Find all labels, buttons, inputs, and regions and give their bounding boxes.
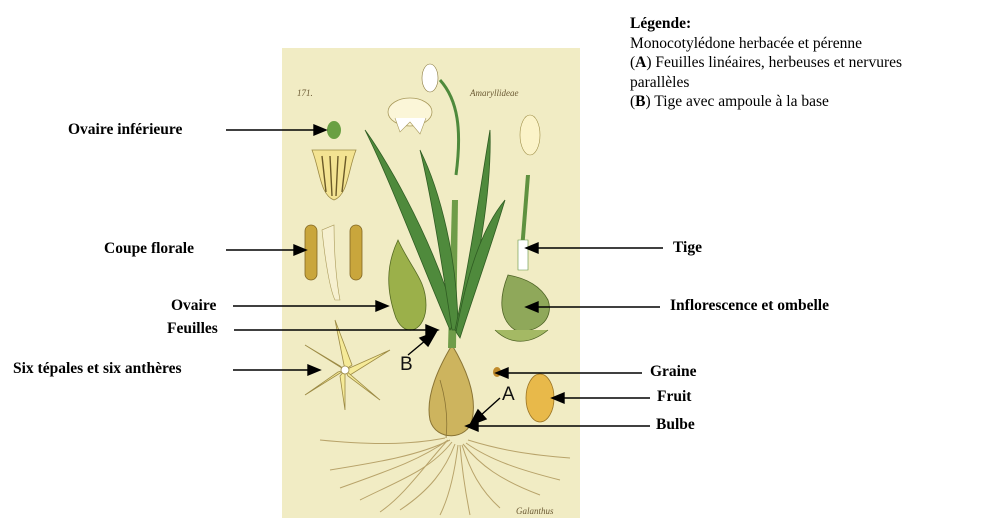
legend-item-a: (A) Feuilles linéaires, herbeuses et ner… (630, 53, 902, 73)
label-tige: Tige (673, 239, 702, 257)
legend-text-b: Tige avec ampoule à la base (651, 93, 829, 110)
label-graine: Graine (650, 363, 697, 381)
label-six-tepales: Six tépales et six anthères (13, 360, 181, 378)
letter-a: A (502, 384, 515, 406)
label-fruit: Fruit (657, 388, 691, 406)
floral-cup-illustration (305, 225, 362, 300)
inflorescence-illustration (495, 275, 549, 341)
legend-letter-b: B (635, 93, 645, 110)
label-bulbe: Bulbe (656, 416, 695, 434)
label-inflorescence: Inflorescence et ombelle (670, 297, 829, 315)
letter-b: B (400, 354, 413, 376)
legend-line-1: Monocotylédone herbacée et pérenne (630, 34, 902, 54)
legend-text-a-2: parallèles (630, 73, 902, 93)
label-ovaire-inferieure: Ovaire inférieure (68, 121, 182, 139)
legend: Légende: Monocotylédone herbacée et pére… (630, 14, 902, 112)
top-flower (388, 64, 438, 134)
plate-genus: Galanthus (516, 506, 554, 516)
plate-family: Amaryllideae (470, 88, 519, 98)
bulb (429, 345, 473, 436)
six-tepals-illustration (305, 320, 390, 410)
legend-title: Légende: (630, 14, 902, 34)
label-feuilles: Feuilles (167, 320, 218, 338)
label-ovaire: Ovaire (171, 297, 216, 315)
fruit-illustration (526, 374, 554, 422)
plate-number: 171. (297, 88, 313, 98)
roots (320, 438, 570, 515)
legend-item-b: (B) Tige avec ampoule à la base (630, 92, 902, 112)
label-coupe-florale: Coupe florale (104, 240, 194, 258)
legend-text-a: Feuilles linéaires, herbeuses et nervure… (652, 54, 903, 71)
legend-letter-a: A (635, 54, 646, 71)
